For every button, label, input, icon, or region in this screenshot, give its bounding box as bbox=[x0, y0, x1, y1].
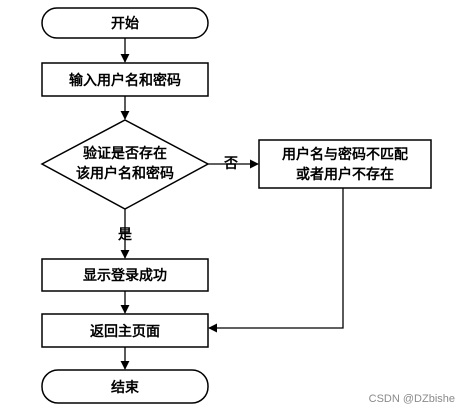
verify-decision: 验证是否存在 该用户名和密码 bbox=[40, 119, 210, 210]
yes-label: 是 bbox=[118, 227, 133, 243]
edge-error-return bbox=[208, 188, 344, 333]
input-credentials-label: 输入用户名和密码 bbox=[69, 72, 181, 89]
end-label: 结束 bbox=[111, 379, 140, 396]
success-box: 显示登录成功 bbox=[41, 258, 209, 292]
verify-label-line2: 该用户名和密码 bbox=[76, 165, 174, 182]
no-label: 否 bbox=[223, 156, 238, 172]
error-label-line1: 用户名与密码不匹配 bbox=[282, 146, 408, 163]
return-home-label: 返回主页面 bbox=[90, 323, 160, 340]
success-label: 显示登录成功 bbox=[83, 267, 167, 284]
error-label-line2: 或者用户不存在 bbox=[296, 166, 394, 183]
return-home-box: 返回主页面 bbox=[41, 313, 209, 348]
start-terminal: 开始 bbox=[41, 7, 209, 39]
start-label: 开始 bbox=[111, 15, 139, 32]
error-box: 用户名与密码不匹配 或者用户不存在 bbox=[258, 139, 432, 189]
watermark: CSDN @DZbishe bbox=[369, 393, 455, 405]
verify-label-line1: 验证是否存在 bbox=[83, 145, 167, 162]
input-credentials-box: 输入用户名和密码 bbox=[41, 62, 209, 97]
end-terminal: 结束 bbox=[41, 369, 209, 404]
